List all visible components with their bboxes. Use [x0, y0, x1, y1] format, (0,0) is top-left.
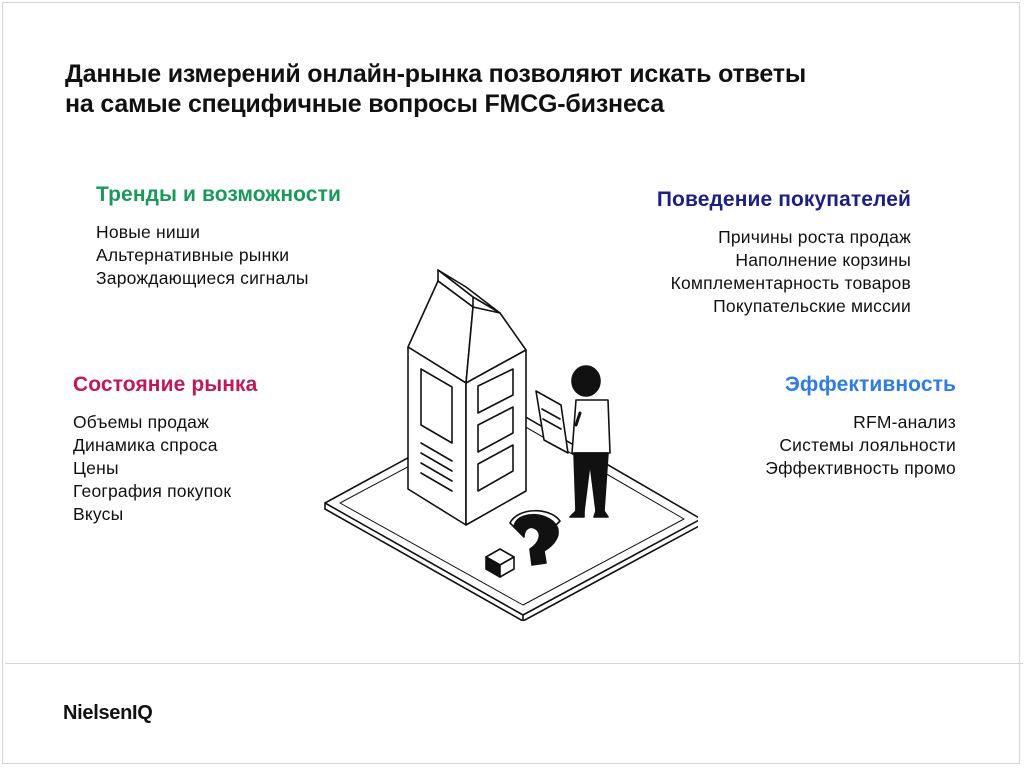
list-item: Новые ниши [96, 222, 201, 242]
slide-title: Данные измерений онлайн-рынка позволяют … [65, 59, 985, 119]
list-item: Наполнение корзины [735, 250, 911, 270]
market-block: Состояние рынка Объемы продаж Динамика с… [73, 373, 257, 526]
market-list: Объемы продаж Динамика спроса Цены Геогр… [73, 411, 257, 526]
market-heading: Состояние рынка [73, 373, 258, 396]
person-icon [535, 365, 611, 518]
list-item: География покупок [73, 481, 232, 501]
list-item: Покупательские миссии [713, 296, 911, 316]
list-item: Причины роста продаж [718, 227, 911, 247]
footer-divider [5, 663, 1023, 664]
milk-carton-icon [407, 269, 527, 526]
list-item: Комплементарность товаров [670, 273, 911, 293]
list-item: Динамика спроса [73, 435, 218, 455]
list-item: Альтернативные рынки [96, 245, 290, 265]
trends-block: Тренды и возможности Новые ниши Альтерна… [96, 183, 341, 290]
trends-heading: Тренды и возможности [96, 183, 341, 206]
efficiency-block: Эффективность RFM-анализ Системы лояльно… [765, 373, 956, 480]
question-mark-icon [485, 510, 561, 578]
efficiency-heading: Эффективность [784, 373, 956, 396]
behavior-list: Причины роста продаж Наполнение корзины … [657, 226, 911, 318]
list-item: Системы лояльности [779, 435, 956, 455]
list-item: Эффективность промо [765, 458, 956, 478]
list-item: RFM-анализ [853, 412, 956, 432]
trends-list: Новые ниши Альтернативные рынки Зарождаю… [96, 221, 341, 290]
slide-title-line-2: на самые специфичные вопросы FMCG-бизнес… [65, 90, 665, 118]
list-item: Зарождающиеся сигналы [96, 268, 309, 288]
list-item: Объемы продаж [73, 412, 210, 432]
slide-title-line-1: Данные измерений онлайн-рынка позволяют … [65, 60, 806, 88]
list-item: Вкусы [73, 504, 124, 524]
list-item: Цены [73, 458, 119, 478]
behavior-heading: Поведение покупателей [656, 188, 911, 211]
isometric-illustration [324, 269, 698, 621]
efficiency-list: RFM-анализ Системы лояльности Эффективно… [765, 411, 956, 480]
nielseniq-logo: NielsenIQ [63, 702, 153, 724]
behavior-block: Поведение покупателей Причины роста прод… [657, 188, 911, 318]
